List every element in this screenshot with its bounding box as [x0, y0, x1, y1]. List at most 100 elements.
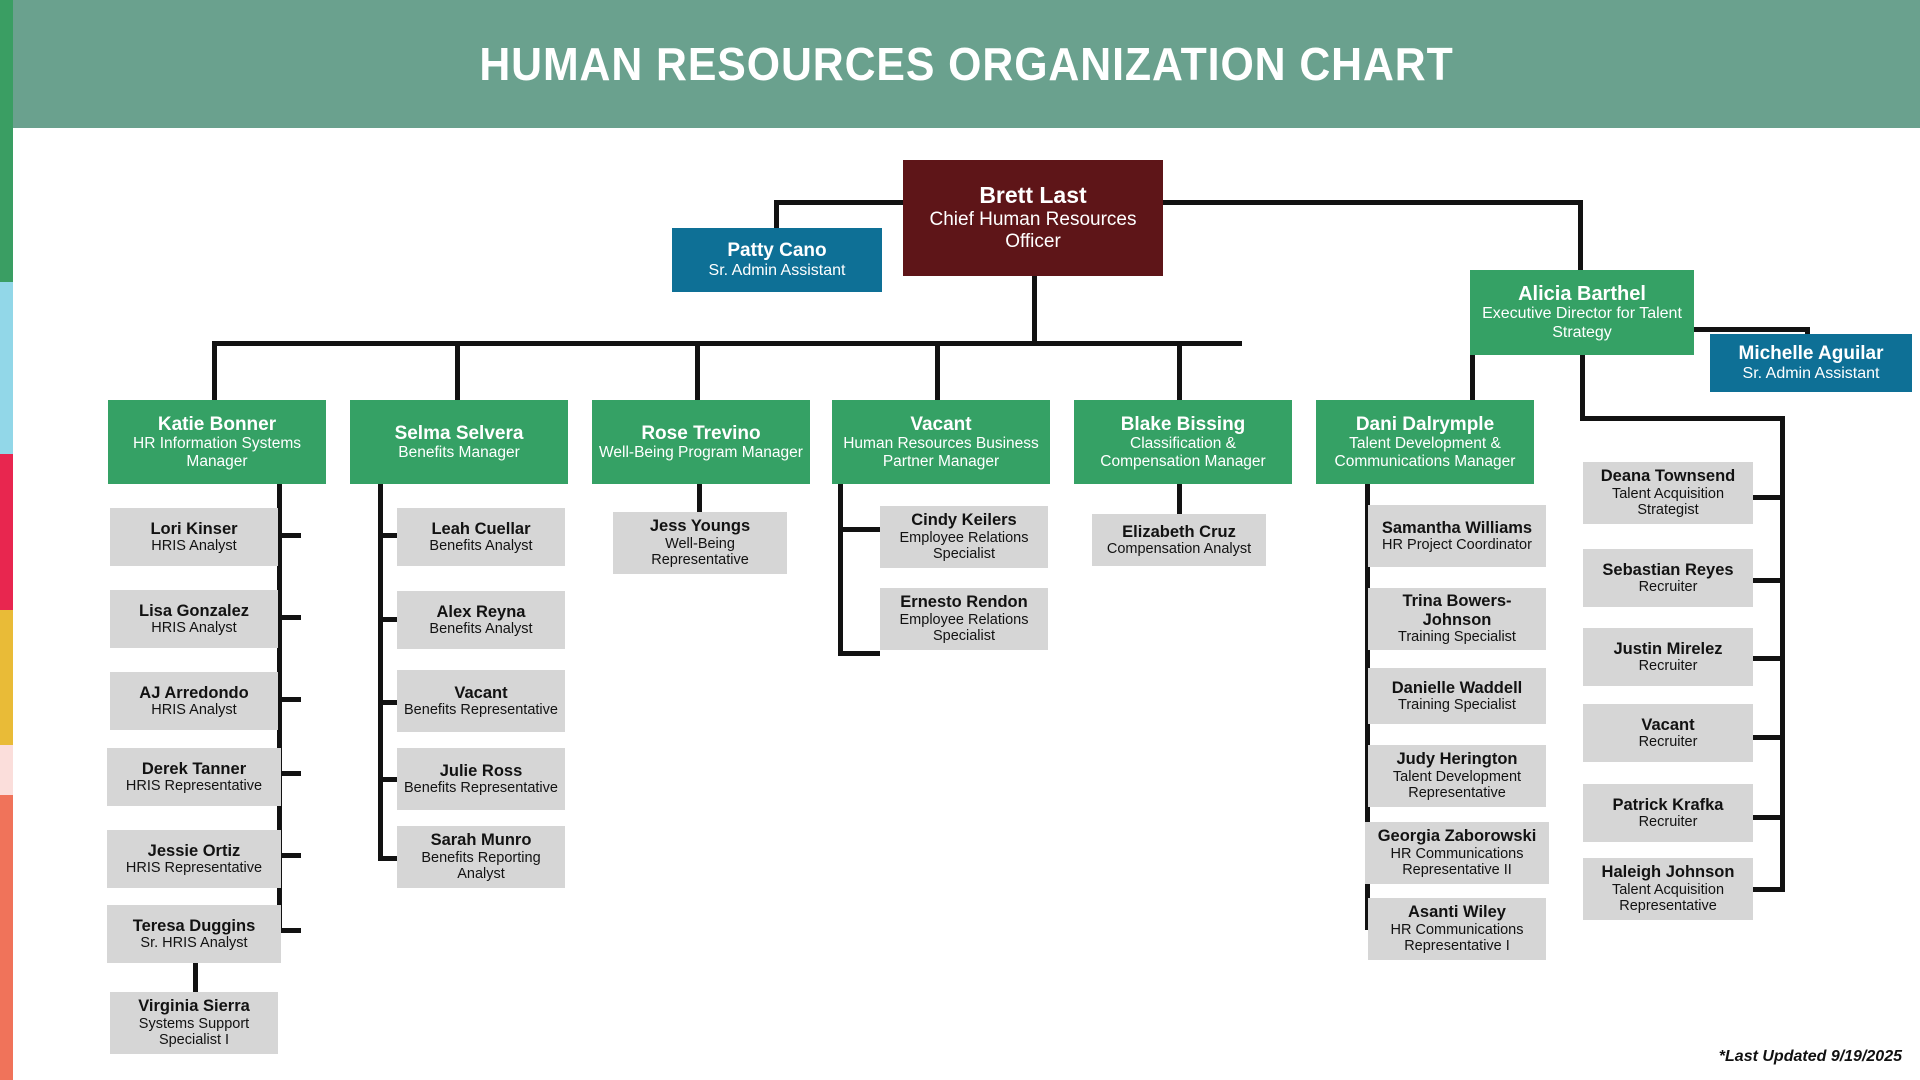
edge-hris-spine-top	[277, 484, 282, 536]
node-manager-blake-bissing[interactable]: Blake Bissing Classification & Compensat…	[1074, 400, 1292, 484]
node-mgr-hris-title: HR Information Systems Manager	[133, 434, 301, 470]
node-manager-dani-dalrymple[interactable]: Dani Dalrymple Talent Development & Comm…	[1316, 400, 1534, 484]
edge-ta-stub-2	[1752, 578, 1785, 583]
edge-tal-spine-top	[1365, 484, 1370, 526]
node-s-julie-name: Julie Ross	[439, 761, 523, 780]
node-admin-michelle-aguilar[interactable]: Michelle Aguilar Sr. Admin Assistant	[1710, 334, 1912, 392]
edge-hris-stub-6	[277, 928, 301, 933]
edge-execdir-ta-v2	[1780, 416, 1785, 892]
node-manager-katie-bonner[interactable]: Katie Bonner HR Information Systems Mana…	[108, 400, 326, 484]
node-staff-lori-kinser[interactable]: Lori Kinser HRIS Analyst	[110, 508, 278, 566]
node-chro-name: Brett Last	[979, 182, 1087, 209]
node-s-sarah-name: Sarah Munro	[430, 831, 532, 850]
node-manager-hrbp-vacant[interactable]: Vacant Human Resources Business Partner …	[832, 400, 1050, 484]
node-s-lisa-title: HRIS Analyst	[151, 619, 237, 636]
node-staff-julie-ross[interactable]: Julie Ross Benefits Representative	[397, 748, 565, 810]
node-chro[interactable]: Brett Last Chief Human Resources Officer	[903, 160, 1163, 276]
node-s-aj-title: HRIS Analyst	[151, 701, 237, 718]
node-staff-sarah-munro[interactable]: Sarah Munro Benefits Reporting Analyst	[397, 826, 565, 888]
edge-execdir-admin2-h	[1694, 327, 1810, 332]
edge-chro-execdir-h	[1163, 200, 1583, 205]
node-manager-selma-selvera[interactable]: Selma Selvera Benefits Manager	[350, 400, 568, 484]
edge-execdir-ta-h	[1580, 416, 1785, 421]
edge-hris-spine	[277, 536, 282, 931]
node-staff-danielle-waddell[interactable]: Danielle Waddell Training Specialist	[1368, 668, 1546, 724]
edge-chro-execdir-v	[1578, 200, 1583, 270]
node-staff-jess-youngs[interactable]: Jess Youngs Well-Being Representative	[613, 512, 787, 574]
edge-ben-spine-top	[378, 484, 383, 530]
node-s-lori-title: HRIS Analyst	[151, 537, 237, 554]
edge-ben-stub-2	[378, 617, 400, 622]
node-staff-patrick-krafka[interactable]: Patrick Krafka Recruiter	[1583, 784, 1753, 842]
node-exec-director-alicia-barthel[interactable]: Alicia Barthel Executive Director for Ta…	[1470, 270, 1694, 355]
node-staff-deana-townsend[interactable]: Deana Townsend Talent Acquisition Strate…	[1583, 462, 1753, 524]
node-staff-georgia-zaborowski[interactable]: Georgia Zaborowski HR Communications Rep…	[1365, 822, 1549, 884]
node-manager-rose-trevino[interactable]: Rose Trevino Well-Being Program Manager	[592, 400, 810, 484]
node-staff-judy-herington[interactable]: Judy Herington Talent Development Repres…	[1368, 745, 1546, 807]
edge-ben-spine	[378, 530, 383, 860]
edge-ben-stub-4	[378, 777, 400, 782]
node-staff-teresa-duggins[interactable]: Teresa Duggins Sr. HRIS Analyst	[107, 905, 281, 963]
node-s-cindy-name: Cindy Keilers	[911, 511, 1017, 530]
edge-hrbp-stub-2	[838, 651, 880, 656]
node-staff-jessie-ortiz[interactable]: Jessie Ortiz HRIS Representative	[107, 830, 281, 888]
node-s-georgia-title: HR Communications Representative II	[1390, 845, 1524, 879]
page-header: HUMAN RESOURCES ORGANIZATION CHART	[13, 0, 1920, 128]
node-s-patrick-title: Recruiter	[1638, 813, 1698, 830]
node-s-sam-name: Samantha Williams	[1381, 518, 1533, 537]
node-s-teresa-name: Teresa Duggins	[132, 916, 256, 935]
node-s-julie-title: Benefits Representative	[404, 779, 558, 796]
edge-chro-drop	[1032, 276, 1037, 342]
node-s-asanti-title: HR Communications Representative I	[1390, 921, 1524, 955]
node-admin1-title: Sr. Admin Assistant	[708, 261, 846, 279]
node-mgr-hris-name: Katie Bonner	[157, 413, 277, 435]
node-staff-elizabeth-cruz[interactable]: Elizabeth Cruz Compensation Analyst	[1092, 514, 1266, 566]
edge-ben-stub-1	[378, 533, 400, 538]
node-staff-aj-arredondo[interactable]: AJ Arredondo HRIS Analyst	[110, 672, 278, 730]
node-s-virginia-name: Virginia Sierra	[138, 997, 250, 1016]
rail-segment-crimson	[0, 454, 13, 610]
node-staff-asanti-wiley[interactable]: Asanti Wiley HR Communications Represent…	[1368, 898, 1546, 960]
node-mgr-well-title: Well-Being Program Manager	[599, 443, 803, 461]
node-mgr-ben-name: Selma Selvera	[394, 422, 524, 444]
node-s-trina-name: Trina Bowers-Johnson	[1402, 592, 1512, 629]
node-staff-virginia-sierra[interactable]: Virginia Sierra Systems Support Speciali…	[110, 992, 278, 1054]
node-staff-sebastian-reyes[interactable]: Sebastian Reyes Recruiter	[1583, 549, 1753, 607]
node-staff-justin-mirelez[interactable]: Justin Mirelez Recruiter	[1583, 628, 1753, 686]
edge-chro-admin1-h	[774, 200, 904, 205]
page-title: HUMAN RESOURCES ORGANIZATION CHART	[479, 38, 1454, 90]
edge-hris-stub-5	[277, 853, 301, 858]
edge-hris-stub-1	[277, 533, 301, 538]
edge-ben-stub-5	[378, 856, 400, 861]
node-staff-haleigh-johnson[interactable]: Haleigh Johnson Talent Acquisition Repre…	[1583, 858, 1753, 920]
node-staff-derek-tanner[interactable]: Derek Tanner HRIS Representative	[107, 748, 281, 806]
node-mgr-comp-name: Blake Bissing	[1120, 413, 1246, 435]
node-s-haleigh-title: Talent Acquisition Representative	[1611, 881, 1725, 915]
node-staff-trina-bowers-johnson[interactable]: Trina Bowers-Johnson Training Specialist	[1368, 588, 1546, 650]
node-staff-leah-cuellar[interactable]: Leah Cuellar Benefits Analyst	[397, 508, 565, 566]
node-staff-vacant-recruiter[interactable]: Vacant Recruiter	[1583, 704, 1753, 762]
node-s-sam-title: HR Project Coordinator	[1382, 536, 1532, 553]
node-s-vacben-name: Vacant	[454, 683, 508, 702]
node-staff-samantha-williams[interactable]: Samantha Williams HR Project Coordinator	[1368, 505, 1546, 567]
edge-chro-admin1-v	[774, 200, 779, 228]
node-staff-alex-reyna[interactable]: Alex Reyna Benefits Analyst	[397, 591, 565, 649]
node-s-vacrec-name: Vacant	[1641, 715, 1695, 734]
node-s-justin-name: Justin Mirelez	[1613, 639, 1723, 658]
node-mgr-hrbp-name: Vacant	[910, 413, 972, 435]
edge-ta-stub-3	[1752, 656, 1785, 661]
node-s-eliz-title: Compensation Analyst	[1106, 540, 1252, 557]
node-admin2-title: Sr. Admin Assistant	[1742, 364, 1880, 382]
node-s-seb-name: Sebastian Reyes	[1602, 560, 1734, 579]
node-staff-lisa-gonzalez[interactable]: Lisa Gonzalez HRIS Analyst	[110, 590, 278, 648]
edge-hris-stub-2	[277, 615, 301, 620]
node-s-deana-title: Talent Acquisition Strategist	[1611, 485, 1725, 519]
node-staff-cindy-keilers[interactable]: Cindy Keilers Employee Relations Special…	[880, 506, 1048, 568]
node-s-jessie-name: Jessie Ortiz	[147, 841, 241, 860]
node-staff-ernesto-rendon[interactable]: Ernesto Rendon Employee Relations Specia…	[880, 588, 1048, 650]
node-s-virginia-title: Systems Support Specialist I	[138, 1015, 250, 1049]
node-admin-patty-cano[interactable]: Patty Cano Sr. Admin Assistant	[672, 228, 882, 292]
edge-ben-stub-3	[378, 700, 400, 705]
node-staff-vacant-benefits-rep[interactable]: Vacant Benefits Representative	[397, 670, 565, 732]
node-s-lisa-name: Lisa Gonzalez	[138, 601, 250, 620]
